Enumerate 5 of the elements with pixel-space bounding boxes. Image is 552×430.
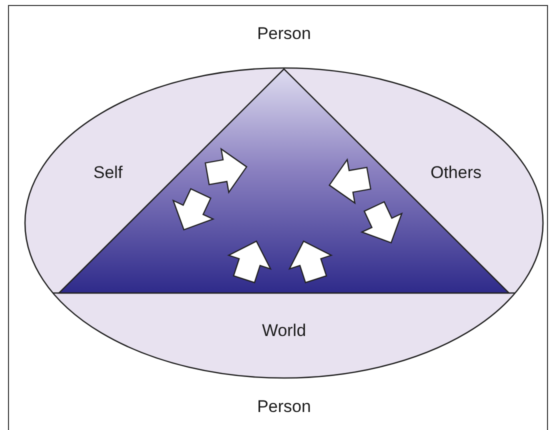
region-label: Person <box>257 24 311 44</box>
region-label: Others <box>430 163 482 183</box>
region-label: World <box>262 321 306 341</box>
region-label: Person <box>257 397 311 417</box>
region-label: Self <box>93 163 123 183</box>
